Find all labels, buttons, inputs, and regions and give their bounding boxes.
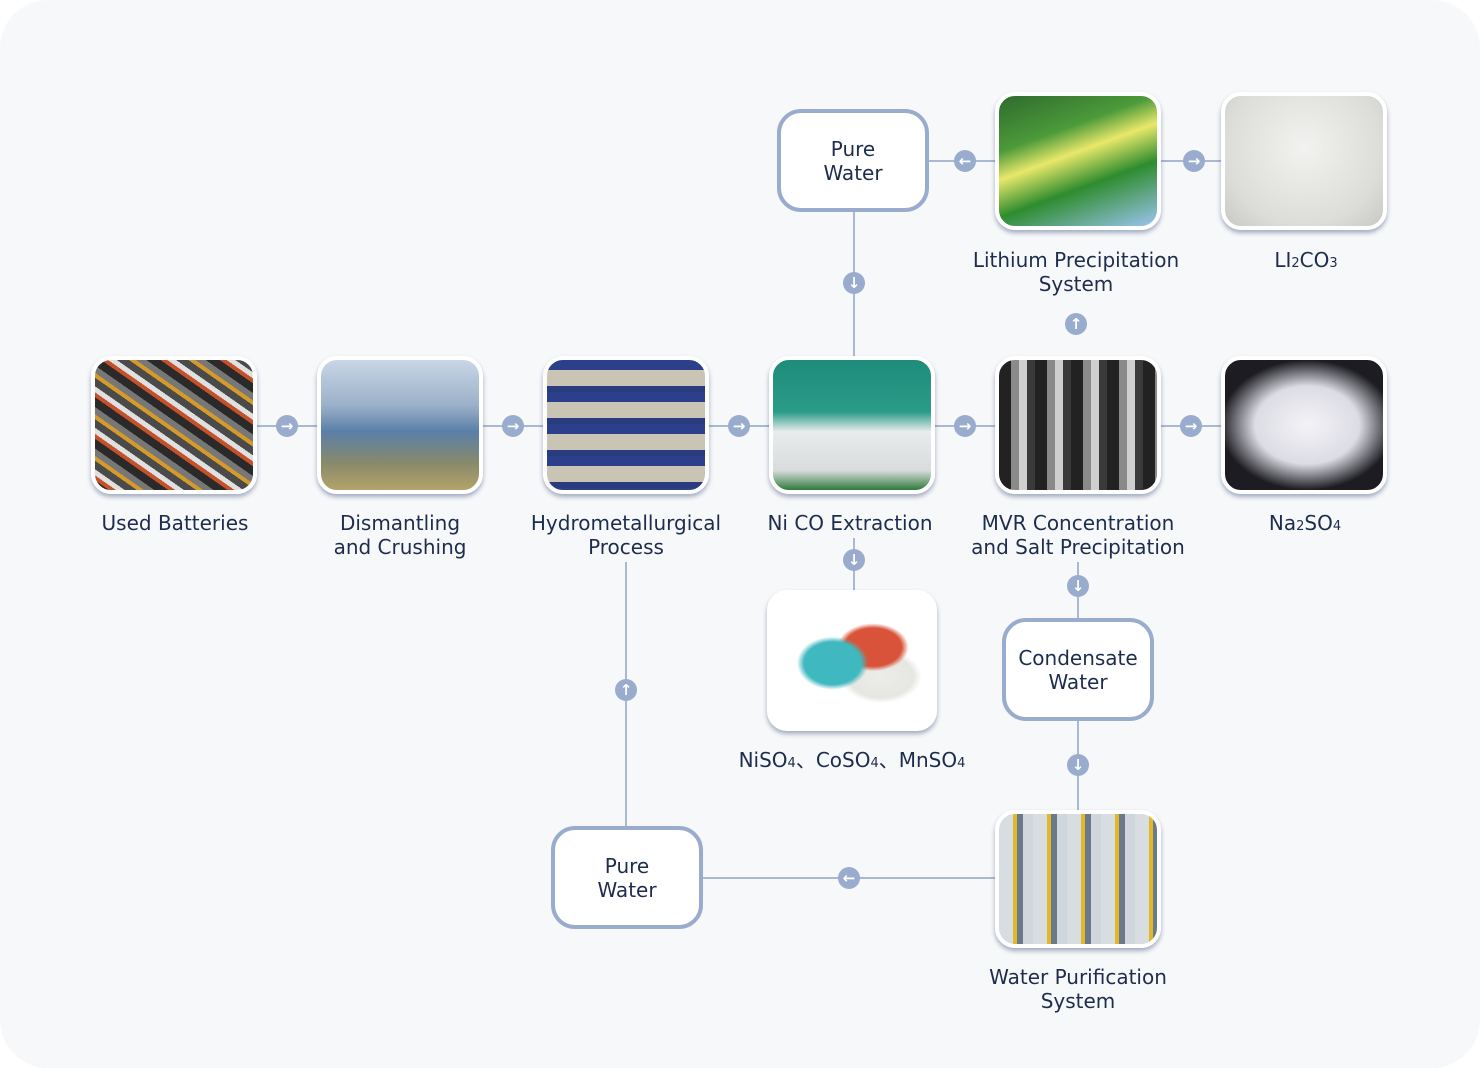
label-lithium-precipitation: Lithium Precipitation System (972, 248, 1180, 296)
arrow-right-icon: → (276, 415, 298, 437)
label-na2so4: Na2SO4 (1185, 511, 1425, 539)
text: 、CoSO (795, 748, 871, 772)
arrow-left-icon: ← (954, 150, 976, 172)
li2co3-image (1221, 92, 1387, 230)
arrow-up-icon: ↑ (1065, 313, 1087, 335)
nico-extraction-image (769, 356, 935, 494)
label-nico-extraction: Ni CO Extraction (767, 511, 933, 535)
na2so4-image (1221, 356, 1387, 494)
arrow-down-icon: ↓ (843, 549, 865, 571)
used-batteries-image (91, 356, 257, 494)
text: 2 (1296, 519, 1305, 534)
text: 4 (787, 756, 796, 771)
label-hydrometallurgical: Hydrometallurgical Process (530, 511, 722, 559)
condensate-water-box: Condensate Water (1002, 618, 1154, 721)
arrow-up-icon: ↑ (615, 679, 637, 701)
arrow-right-icon: → (1180, 415, 1202, 437)
text: NiSO (738, 748, 788, 772)
sulfates-image (767, 590, 937, 731)
pure-water-top-box: Pure Water (777, 109, 929, 212)
text: 4 (1332, 519, 1342, 534)
text: CO (1299, 248, 1330, 272)
arrow-down-icon: ↓ (843, 272, 865, 294)
label-water-purification: Water Purification System (989, 965, 1167, 1013)
text: 、MnSO (878, 748, 958, 772)
text: 4 (957, 756, 966, 771)
water-purification-image (995, 810, 1161, 948)
arrow-right-icon: → (728, 415, 750, 437)
arrow-down-icon: ↓ (1067, 754, 1089, 776)
label-mvr: MVR Concentration and Salt Precipitation (971, 511, 1185, 559)
text: Na (1268, 511, 1297, 535)
label-li2co3: LI2CO3 (1186, 248, 1426, 276)
text: 4 (870, 756, 879, 771)
label-dismantling: Dismantling and Crushing (333, 511, 467, 559)
hydrometallurgical-image (543, 356, 709, 494)
arrow-down-icon: ↓ (1067, 575, 1089, 597)
text: 2 (1291, 256, 1300, 271)
arrow-right-icon: → (954, 415, 976, 437)
arrow-right-icon: → (502, 415, 524, 437)
lithium-precipitation-image (995, 92, 1161, 230)
mvr-image (995, 356, 1161, 494)
pure-water-bottom-box: Pure Water (551, 826, 703, 929)
label-sulfates: NiSO4、CoSO4、MnSO4 (702, 748, 1002, 776)
arrow-left-icon: ← (838, 867, 860, 889)
text: 3 (1329, 256, 1338, 271)
arrow-right-icon: → (1183, 150, 1205, 172)
dismantling-image (317, 356, 483, 494)
text: LI (1274, 248, 1292, 272)
label-used-batteries: Used Batteries (101, 511, 249, 535)
text: SO (1304, 511, 1333, 535)
